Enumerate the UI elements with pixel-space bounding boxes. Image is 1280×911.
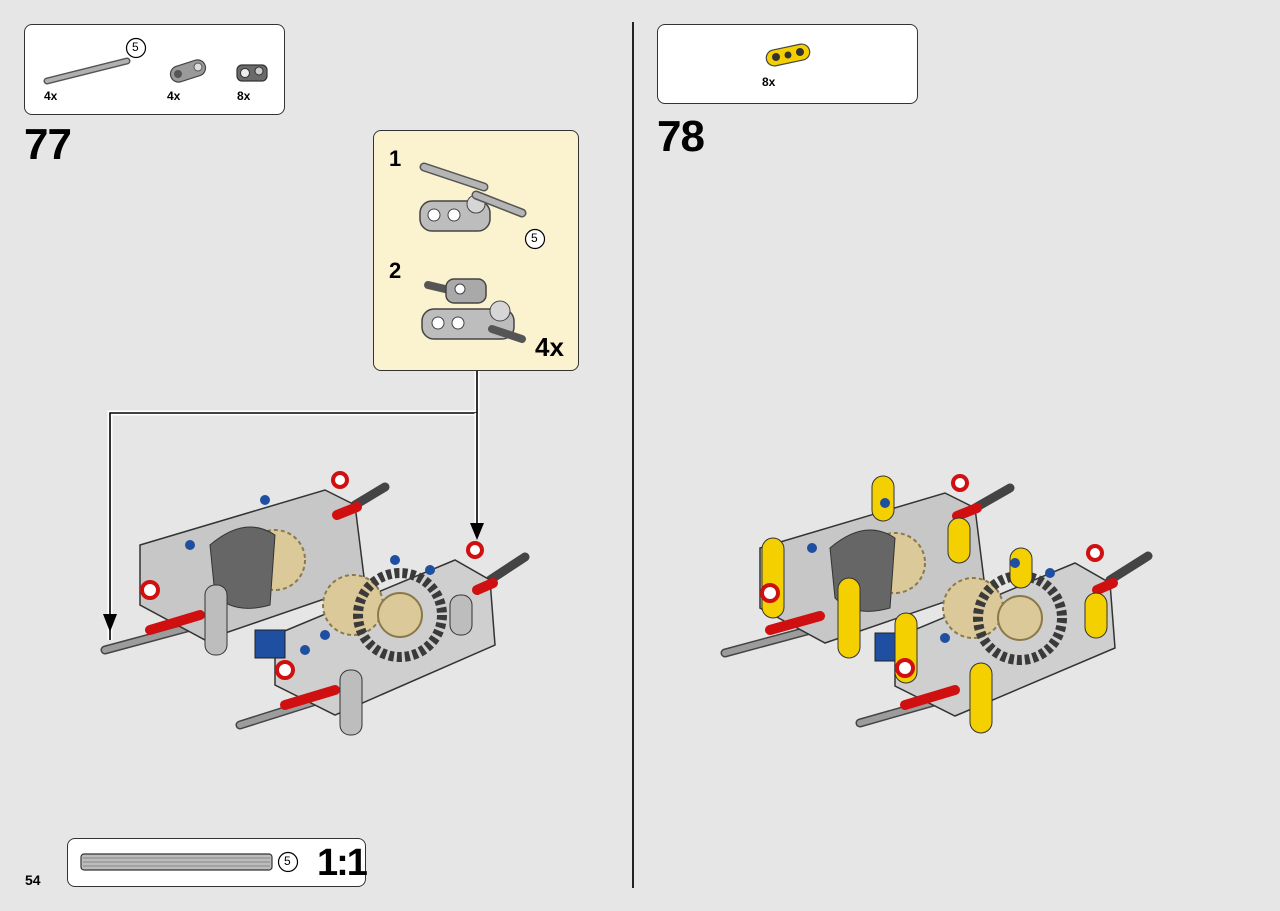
connector-dark-icon: [236, 64, 268, 82]
part-quantity: 4x: [44, 89, 58, 103]
length-circle-icon: [277, 851, 299, 873]
axle-length-label: 5: [531, 231, 538, 245]
submodel-box: 1 5 2 4x: [373, 130, 579, 371]
parts-list-box: 8x: [657, 24, 918, 104]
scale-ratio: 1:1: [317, 842, 368, 884]
length-circle-icon: [125, 37, 147, 59]
connector-gray-icon: [169, 59, 207, 83]
axle-5-scale-icon: [80, 853, 273, 871]
part-quantity: 4x: [167, 89, 181, 103]
callout-arrows: [103, 371, 484, 640]
axle-length-label: 5: [284, 854, 291, 868]
page-number: 54: [25, 872, 41, 888]
substep-1-illustration: [419, 162, 527, 232]
step-number: 78: [657, 112, 705, 161]
substep-number: 2: [389, 258, 402, 283]
step-77-model-illustration: [100, 471, 530, 736]
length-circle-icon: [524, 228, 546, 250]
part-quantity: 8x: [237, 89, 251, 103]
page-divider: [632, 22, 634, 888]
axle-5-icon: [43, 57, 131, 85]
substep-2-illustration: [421, 278, 526, 343]
yellow-liftarm-icon: [765, 43, 811, 67]
submodel-multiplier: 4x: [535, 332, 564, 362]
axle-length-label: 5: [132, 40, 139, 54]
substep-number: 1: [389, 146, 402, 171]
step-78-model-illustration: [720, 474, 1153, 734]
parts-list-box: 5 4x 4x 8x: [24, 24, 285, 115]
step-number: 77: [24, 120, 72, 169]
part-quantity: 8x: [762, 75, 776, 89]
scale-indicator-box: 5 1:1: [67, 838, 368, 887]
